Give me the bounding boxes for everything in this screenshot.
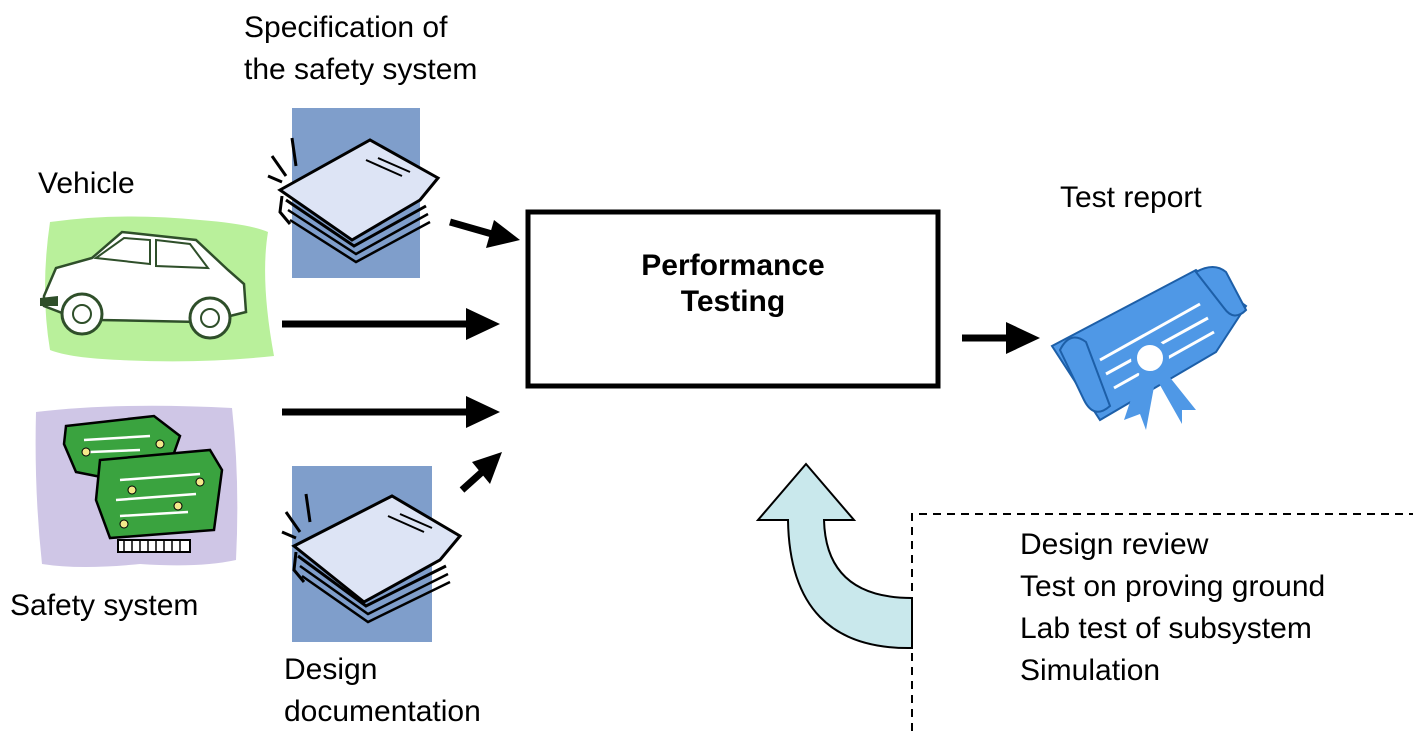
- test-methods-list: Design review Test on proving ground Lab…: [1020, 524, 1325, 692]
- input-arrows: [282, 218, 520, 493]
- spec-label-line1: Specification of: [244, 11, 448, 44]
- method-lab-test: Lab test of subsystem: [1020, 612, 1312, 645]
- car-icon: [40, 216, 274, 362]
- feedback-arrow: [755, 462, 913, 650]
- process-title-line1: Performance: [641, 249, 825, 282]
- spec-label-line2: the safety system: [244, 53, 478, 86]
- specification-book-icon: [267, 108, 441, 278]
- methods-dashed-bracket: [911, 513, 1413, 731]
- method-design-review: Design review: [1020, 528, 1209, 561]
- test-report-label: Test report: [1060, 181, 1202, 214]
- vehicle-label: Vehicle: [38, 167, 135, 200]
- method-simulation: Simulation: [1020, 654, 1161, 687]
- method-proving-ground: Test on proving ground: [1020, 570, 1326, 603]
- process-title-line2: Testing: [680, 285, 786, 318]
- performance-testing-box: [525, 209, 941, 389]
- diploma-scroll-icon: [1050, 266, 1248, 430]
- design-documentation-book-icon: [281, 466, 463, 642]
- design-label-line2: documentation: [284, 695, 481, 728]
- safety-system-label: Safety system: [10, 589, 199, 622]
- output-arrow: [962, 322, 1040, 354]
- performance-testing-title: Performance Testing: [530, 248, 936, 320]
- circuit-board-icon: [35, 405, 238, 567]
- design-label-line1: Design: [284, 653, 378, 686]
